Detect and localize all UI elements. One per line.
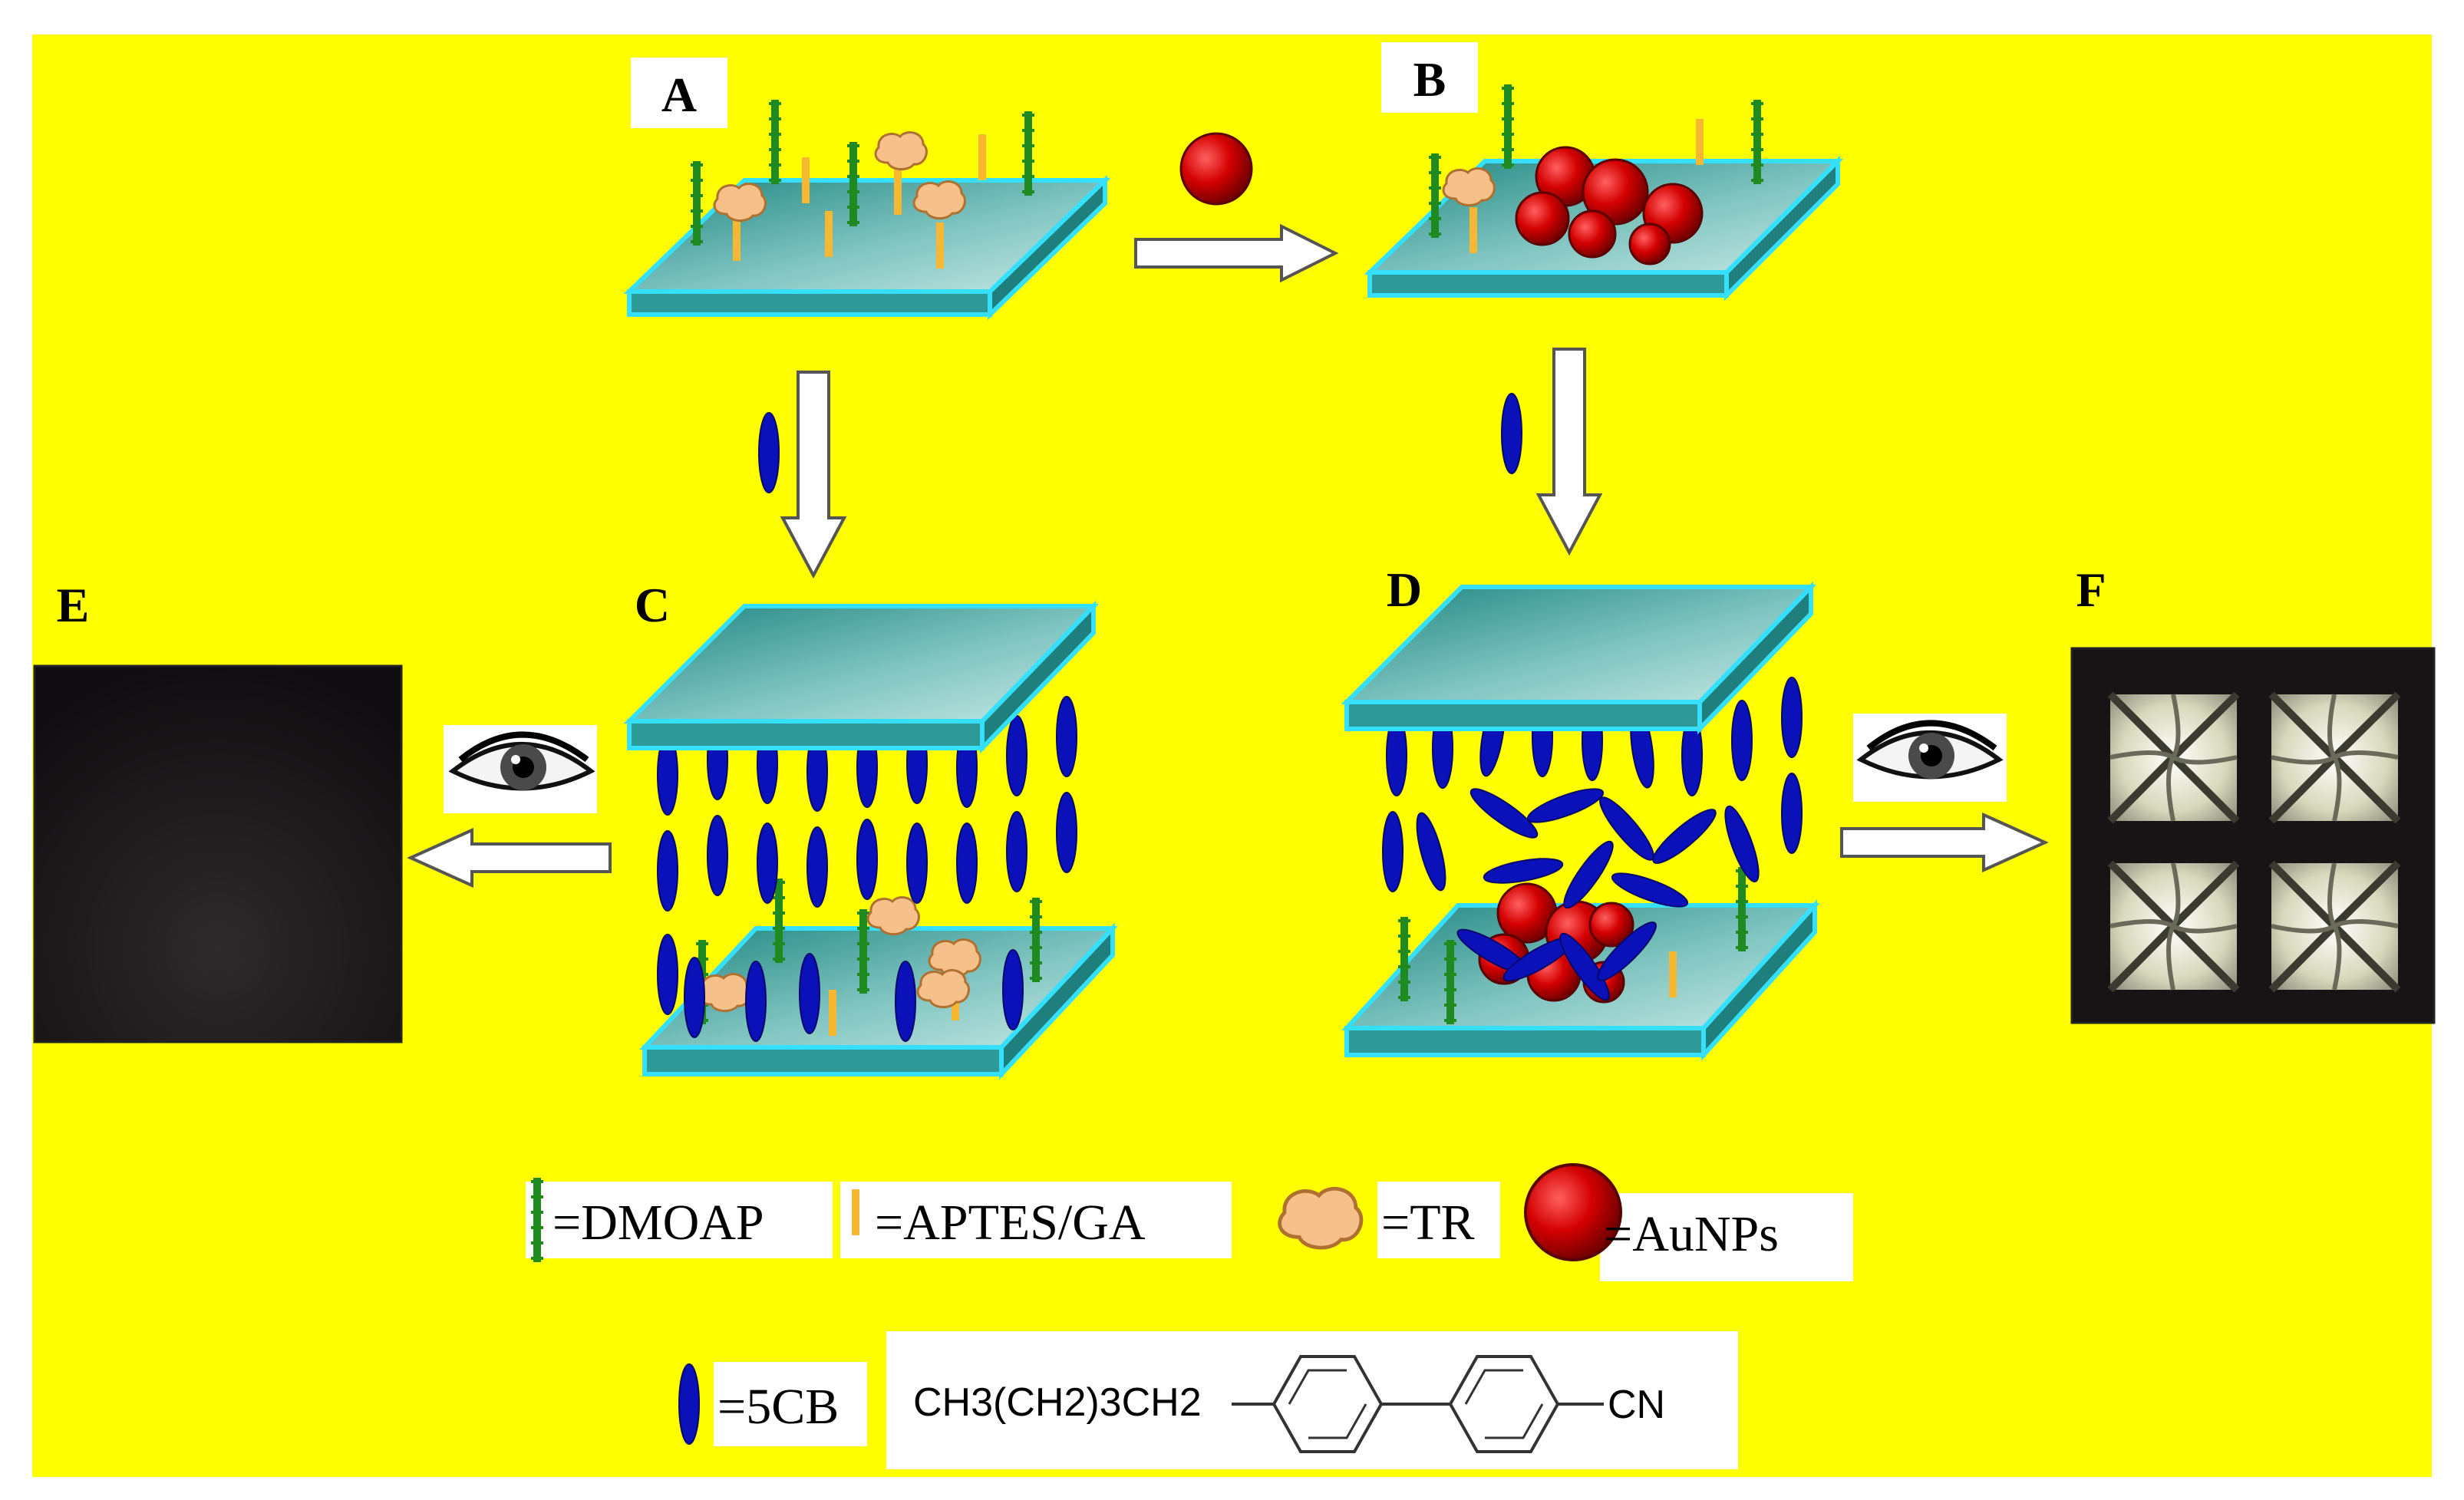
eye-icon bbox=[448, 731, 595, 791]
legend-aunps-label: =AuNPs bbox=[1604, 1206, 1779, 1262]
panel-e: E bbox=[33, 578, 403, 1043]
panel-label-c: C bbox=[635, 578, 670, 632]
aptes-molecule bbox=[894, 169, 902, 215]
legend-aptes-label: =APTES/GA bbox=[875, 1195, 1146, 1251]
legend-tr: =TR bbox=[1280, 1182, 1500, 1258]
aptes-molecule bbox=[1469, 207, 1477, 253]
legend-dmoap-label: =DMOAP bbox=[553, 1195, 764, 1251]
aptes-molecule bbox=[936, 223, 944, 269]
aunp-legend-icon bbox=[1524, 1163, 1622, 1261]
aptes-molecule bbox=[802, 157, 810, 203]
lc-legend-icon bbox=[678, 1363, 700, 1445]
5cb-structure: CH3(CH2)3CH2 CN bbox=[886, 1331, 1738, 1469]
panel-label-a: A bbox=[661, 68, 697, 122]
dark-pom-image bbox=[33, 664, 403, 1043]
observe-arrow-right bbox=[1840, 714, 2049, 873]
arrow-a-to-c bbox=[758, 371, 847, 579]
legend-5cb: =5CB bbox=[678, 1362, 867, 1446]
panel-d: D bbox=[1341, 562, 1820, 1061]
aptes-molecule bbox=[825, 211, 833, 257]
yellow-background bbox=[32, 35, 2432, 1477]
panel-c: C bbox=[623, 578, 1118, 1080]
panel-label-f: F bbox=[2076, 562, 2106, 617]
panel-label-b: B bbox=[1413, 52, 1446, 107]
aptes-molecule bbox=[1669, 951, 1677, 997]
aptes-molecule bbox=[978, 134, 986, 180]
aunp-cluster bbox=[1515, 146, 1704, 265]
lc-molecule bbox=[1501, 393, 1522, 474]
alkyl-chain-formula: CH3(CH2)3CH2 bbox=[913, 1380, 1202, 1425]
panel-a: A bbox=[623, 58, 1111, 321]
legend-aptes: =APTES/GA bbox=[840, 1182, 1232, 1258]
aptes-legend-icon bbox=[852, 1189, 859, 1235]
observe-arrow-left bbox=[407, 725, 612, 888]
aptes-molecule bbox=[829, 990, 836, 1036]
arrow-a-to-b bbox=[1134, 132, 1339, 283]
legend: =DMOAP =APTES/GA =TR =AuNPs =5CB CH3(CH2… bbox=[526, 1163, 1853, 1469]
cross-texture-cells bbox=[2107, 691, 2401, 993]
panel-label-e: E bbox=[57, 578, 90, 632]
arrow-b-to-d bbox=[1501, 348, 1603, 556]
aptes-molecule bbox=[1696, 119, 1704, 165]
eye-icon bbox=[1856, 720, 2004, 780]
aunp-reagent bbox=[1179, 132, 1253, 206]
cyano-group: CN bbox=[1608, 1383, 1665, 1427]
panel-b: B bbox=[1364, 42, 1844, 302]
panel-label-d: D bbox=[1387, 562, 1422, 617]
legend-tr-label: =TR bbox=[1381, 1195, 1475, 1251]
lc-molecule bbox=[758, 412, 780, 493]
panel-f: F bbox=[2070, 562, 2436, 1024]
legend-5cb-label: =5CB bbox=[717, 1379, 839, 1435]
legend-aunps: =AuNPs bbox=[1524, 1163, 1853, 1281]
legend-dmoap: =DMOAP bbox=[526, 1176, 833, 1264]
